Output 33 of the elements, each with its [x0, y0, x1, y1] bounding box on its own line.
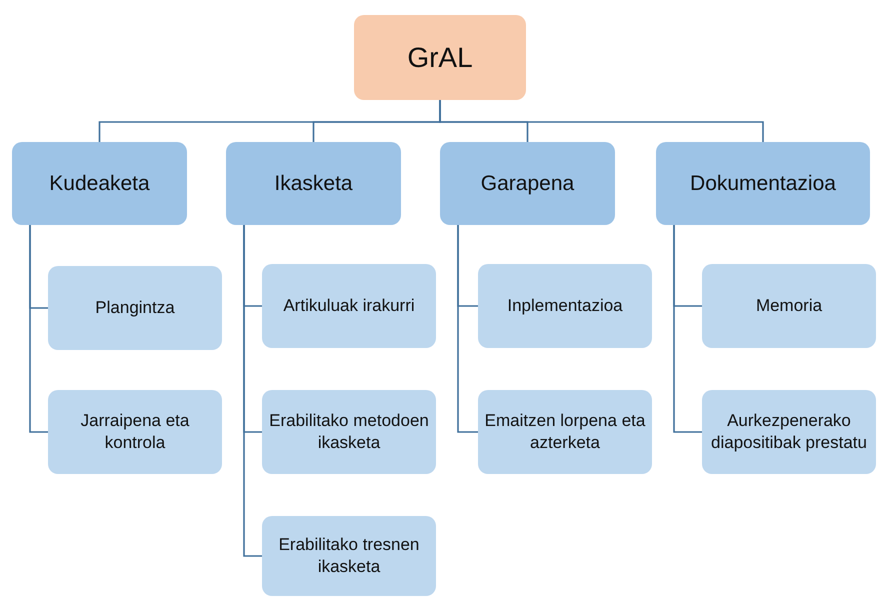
task-box [48, 390, 222, 474]
connector-line [673, 225, 702, 433]
task-box [48, 266, 222, 350]
category-box [226, 142, 401, 225]
task-box [262, 264, 436, 348]
connector-line [439, 100, 764, 142]
node-label: Ikasketa [274, 172, 353, 196]
task-box [478, 390, 652, 474]
task-box [702, 390, 876, 474]
node-label: Erabilitako metodoen ikasketa [268, 410, 430, 454]
node-label: Kudeaketa [49, 172, 150, 196]
node-label: GrAL [407, 42, 473, 74]
task-box [702, 264, 876, 348]
node-label: Jarraipena eta kontrola [80, 410, 190, 454]
node-label: Erabilitako tresnen ikasketa [278, 534, 420, 578]
node-label: Aurkezpenerako diapositibak prestatu [710, 410, 868, 454]
root-box [354, 15, 526, 100]
connector-line [29, 225, 48, 433]
node-label: Plangintza [95, 296, 175, 319]
task-box [262, 390, 436, 474]
task-box [262, 516, 436, 596]
node-label: Artikuluak irakurri [283, 294, 415, 317]
category-box [656, 142, 870, 225]
node-label: Inplementazioa [507, 294, 623, 317]
node-label: Memoria [756, 294, 822, 317]
node-label: Dokumentazioa [690, 172, 836, 196]
connector-line [243, 225, 262, 557]
connector-line [457, 225, 478, 433]
task-box [478, 264, 652, 348]
category-box [440, 142, 615, 225]
node-label: Garapena [480, 172, 574, 196]
category-box [12, 142, 187, 225]
node-label: Emaitzen lorpena eta azterketa [484, 410, 646, 454]
